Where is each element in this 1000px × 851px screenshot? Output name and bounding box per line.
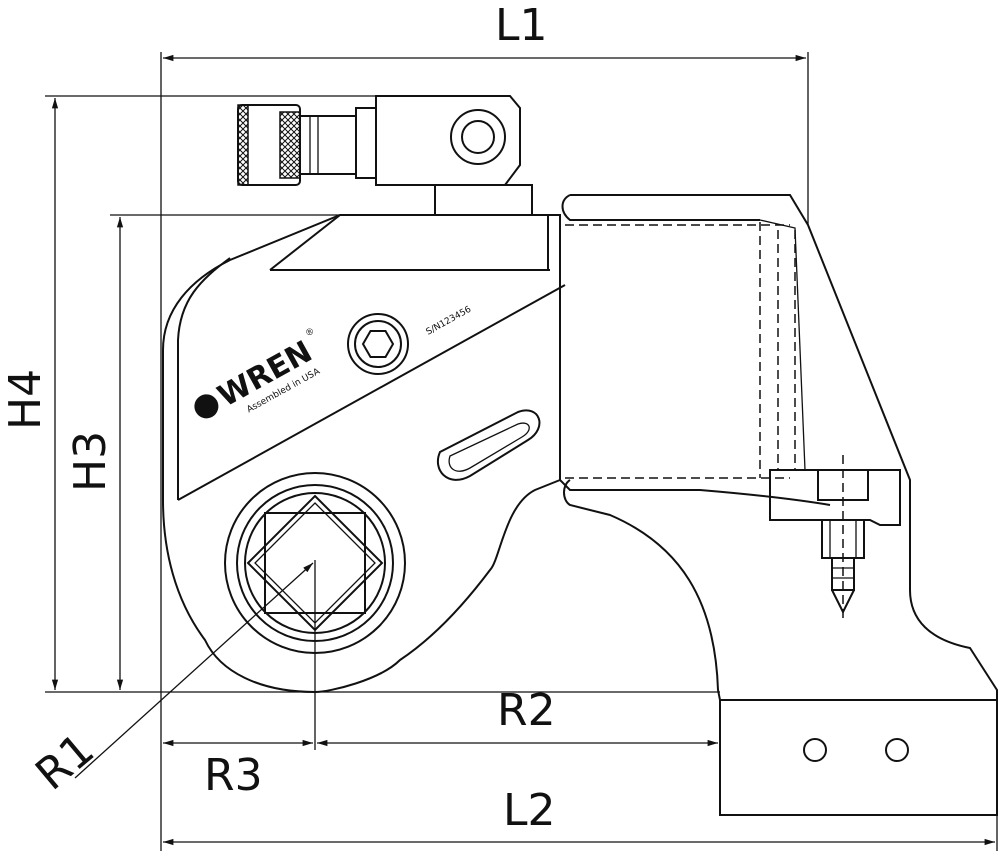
dimension-h4: H4 (0, 98, 59, 690)
ratchet-drive (224, 472, 406, 654)
dimension-r2: R2 (317, 685, 718, 747)
label-r3: R3 (204, 750, 263, 801)
label-h4: H4 (0, 369, 51, 430)
hex-port (347, 313, 409, 375)
serial-engraving: S/N123456 (425, 305, 474, 338)
dimension-r1: R1 (26, 562, 314, 801)
label-l1: L1 (495, 0, 548, 51)
brand-engraving: WREN ® Assembled in USA (194, 326, 323, 419)
dimension-h3: H3 (65, 217, 124, 690)
serial-text: S/N123456 (425, 305, 474, 338)
swivel-coupler (237, 95, 533, 216)
dimension-r3: R3 (163, 739, 313, 801)
cylinder-housing (559, 194, 998, 816)
label-l2: L2 (503, 785, 556, 836)
reaction-slot (437, 409, 541, 481)
registered-mark: ® (304, 326, 317, 339)
label-r2: R2 (497, 685, 556, 736)
dimension-l1: L1 (163, 0, 806, 62)
wrench-housing (162, 214, 566, 694)
label-h3: H3 (65, 431, 116, 492)
wren-logo-icon (194, 394, 219, 419)
dimension-l2: L2 (163, 785, 995, 846)
set-screw-assembly (769, 455, 901, 620)
label-r1: R1 (26, 724, 104, 801)
